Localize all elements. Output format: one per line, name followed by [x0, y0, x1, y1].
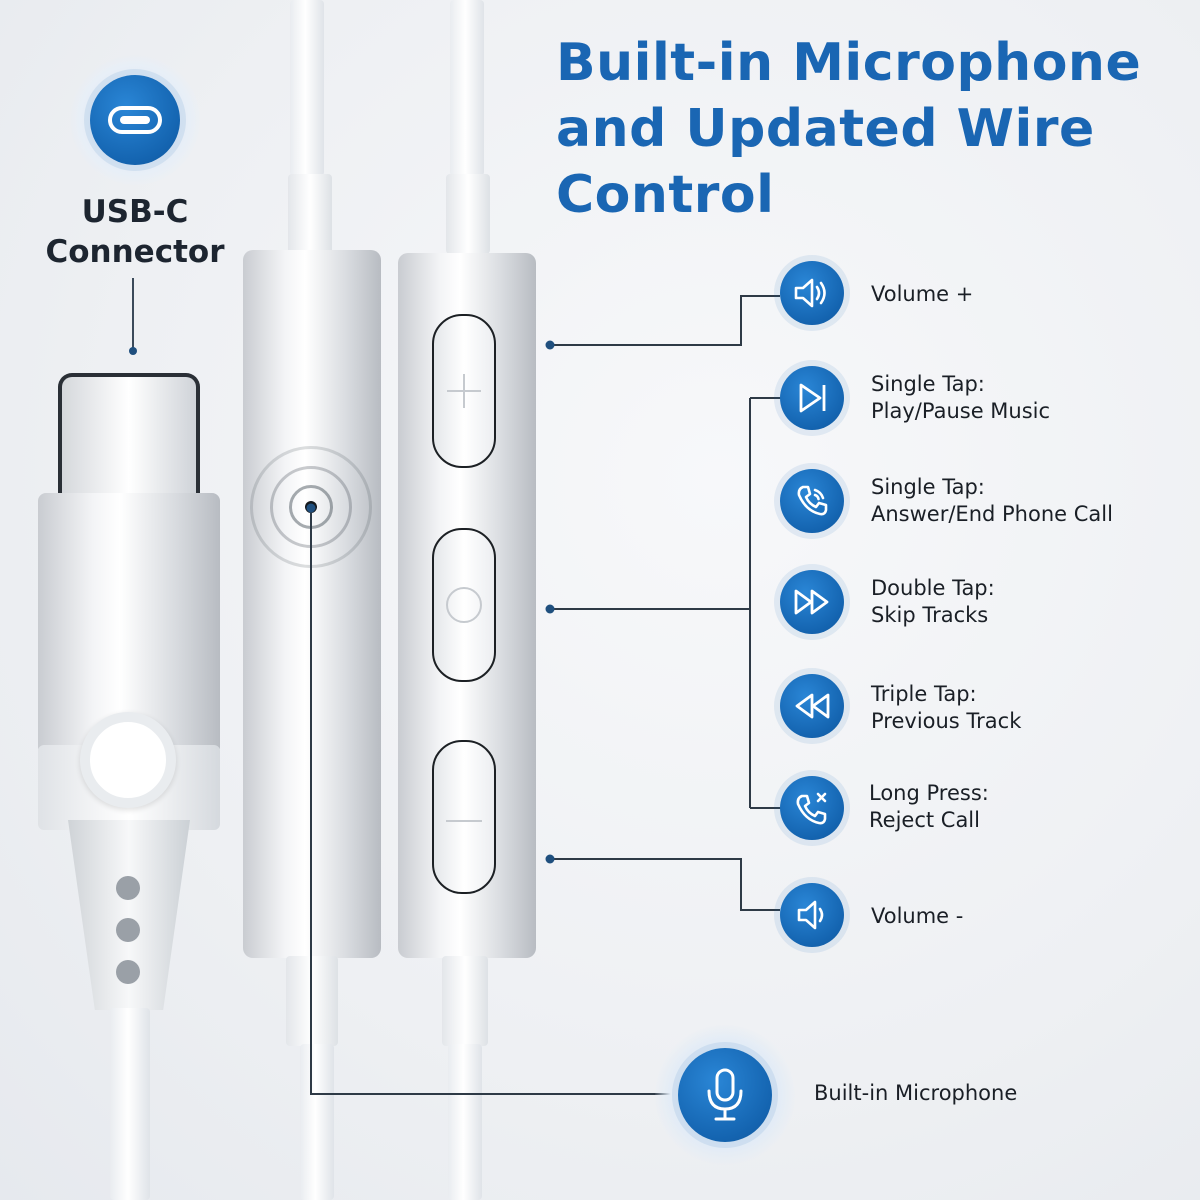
strain-relief-hole: [116, 960, 140, 984]
feature-label-volume-down: Volume -: [871, 903, 963, 930]
volume-up-leader: [551, 295, 780, 346]
usb-c-ring: [80, 712, 176, 808]
left-wire-top: [290, 0, 324, 176]
strain-relief-hole: [116, 876, 140, 900]
feature-line: Single Tap:: [871, 372, 985, 396]
volume-up-button[interactable]: [432, 314, 496, 468]
usb-leader-line: [132, 278, 134, 348]
feature-line: Previous Track: [871, 709, 1022, 733]
usb-c-cable: [110, 1008, 150, 1200]
usb-leader-dot: [129, 347, 137, 355]
right-collar-top: [446, 174, 490, 254]
rewind-icon: [780, 674, 844, 738]
play-pause-icon: [780, 366, 844, 430]
right-wire-top: [450, 0, 484, 176]
usb-c-label: USB-C Connector: [45, 194, 225, 270]
play-button[interactable]: [432, 528, 496, 682]
left-collar-bottom: [286, 956, 338, 1046]
feature-line: Single Tap:: [871, 475, 985, 499]
left-wire-bottom: [300, 1044, 334, 1200]
usb-c-housing: [38, 493, 220, 755]
right-wire-bottom: [448, 1044, 482, 1200]
volume-down-leader: [551, 858, 780, 911]
right-collar-bottom: [442, 956, 488, 1046]
fast-forward-icon: [780, 570, 844, 634]
usb-c-icon: [90, 75, 180, 165]
usb-c-plug: [58, 373, 200, 498]
feature-line: Volume -: [871, 904, 964, 928]
feature-label-previous-track: Triple Tap: Previous Track: [871, 681, 1021, 735]
phone-reject-icon: [780, 776, 844, 840]
speaker-loud-icon: [780, 261, 844, 325]
feature-label-answer-call: Single Tap: Answer/End Phone Call: [871, 474, 1113, 528]
feature-line: Reject Call: [869, 808, 980, 832]
feature-line: Play/Pause Music: [871, 399, 1051, 423]
microphone-label: Built-in Microphone: [814, 1081, 1018, 1105]
feature-label-skip-tracks: Double Tap: Skip Tracks: [871, 575, 995, 629]
volume-down-button[interactable]: [432, 740, 496, 894]
left-collar-top: [288, 174, 332, 254]
headline: Built-in Microphone and Updated Wire Con…: [556, 33, 1142, 225]
feature-label-reject-call: Long Press: Reject Call: [869, 780, 989, 834]
microphone-icon: [678, 1048, 772, 1142]
feature-label-volume-up: Volume +: [871, 281, 973, 308]
feature-line: Double Tap:: [871, 576, 995, 600]
feature-line: Volume +: [871, 282, 974, 306]
microphone-housing: [243, 250, 381, 958]
phone-icon: [780, 469, 844, 533]
feature-line: Triple Tap:: [871, 682, 977, 706]
feature-label-play-pause: Single Tap: Play/Pause Music: [871, 371, 1050, 425]
speaker-quiet-icon: [780, 883, 844, 947]
strain-relief-hole: [116, 918, 140, 942]
microphone-hole: [305, 501, 317, 513]
feature-line: Answer/End Phone Call: [871, 502, 1113, 526]
feature-line: Long Press:: [869, 781, 989, 805]
feature-line: Skip Tracks: [871, 603, 989, 627]
